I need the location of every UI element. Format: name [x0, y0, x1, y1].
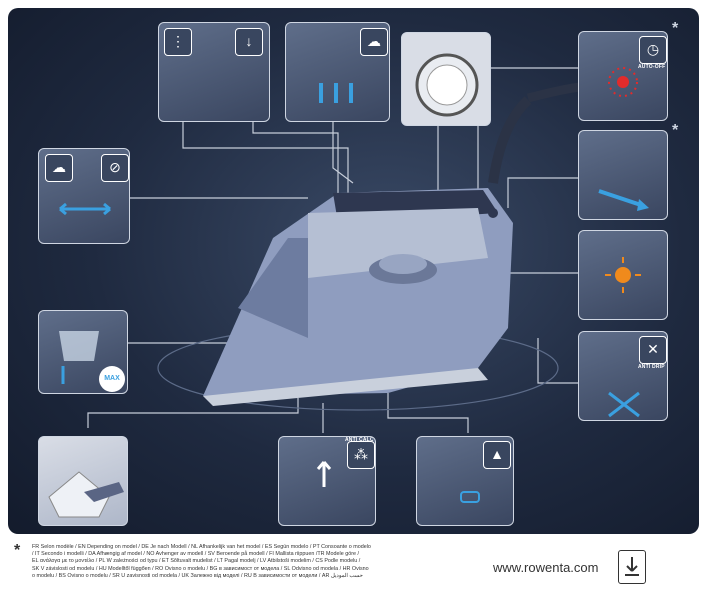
disclaimer-line: / IT Secondo i modelli / DA Afhængig af …	[32, 551, 360, 558]
clock-icon: ◷	[639, 36, 667, 64]
anti-calc-thumbnail: ⁂ ANTI CALC	[278, 436, 376, 526]
collar-ironing-thumbnail	[38, 436, 128, 526]
steam-on-icon: ☁	[45, 154, 73, 182]
iron-tip-icon: ▲	[483, 441, 511, 469]
disclaimer-line: EL ανάλογα με το μοντέλο / PL W zależnoś…	[32, 558, 361, 565]
steam-burst-thumbnail: ⋮ ↓	[158, 22, 270, 122]
disclaimer-line: FR Selon modèle / EN Depending on model …	[32, 544, 371, 550]
orange-light-icon	[605, 257, 641, 293]
water-pitcher-icon	[59, 331, 99, 384]
up-arrow-icon	[316, 461, 332, 487]
steam-arrows-icon	[319, 83, 353, 103]
steam-selector-thumbnail: ☁ ⊘	[38, 148, 130, 244]
vertical-steam-thumbnail: ☁	[285, 22, 390, 122]
press-arrow-icon: ↓	[235, 28, 263, 56]
anti-drip-thumbnail: ✕ ANTI DRIP	[578, 331, 668, 421]
max-badge: MAX	[99, 366, 125, 392]
temperature-dial-thumbnail	[401, 32, 491, 126]
precision-tip-thumbnail: ▲	[416, 436, 514, 526]
download-arrow-icon	[625, 557, 639, 576]
auto-off-light-icon	[608, 67, 638, 97]
cord-asterisk: *	[672, 122, 679, 139]
water-fill-thumbnail: MAX	[38, 310, 128, 394]
anti-drip-icon: ✕	[639, 336, 667, 364]
footer-asterisk: *	[14, 542, 21, 559]
footer: * FR Selon modèle / EN Depending on mode…	[8, 534, 699, 602]
auto-off-asterisk: *	[672, 20, 679, 37]
cord-pull-arrow-icon	[598, 189, 649, 211]
disclaimer-line: SK V závislosti od modelu / HU Modelltől…	[32, 565, 369, 572]
no-drip-icon	[608, 391, 640, 418]
steam-off-icon: ⊘	[101, 154, 129, 182]
model-disclaimer: FR Selon modèle / EN Depending on model …	[32, 544, 452, 580]
cord-release-thumbnail	[578, 130, 668, 220]
anti-calc-icon: ⁂	[347, 441, 375, 469]
disclaimer-line: o modelu / BS Ovisno o modelu / SR U zav…	[32, 572, 363, 579]
thermostat-light-thumbnail	[578, 230, 668, 320]
cloud-steam-icon: ☁	[360, 28, 388, 56]
auto-off-thumbnail: ◷ AUTO-OFF	[578, 31, 668, 121]
download-document-icon[interactable]	[618, 550, 646, 584]
auto-off-label: AUTO-OFF	[638, 64, 666, 70]
slider-arrow-icon	[59, 202, 111, 216]
website-link[interactable]: www.rowenta.com	[493, 560, 599, 575]
button-highlight-icon	[460, 491, 480, 503]
temperature-dial-icon	[415, 53, 479, 117]
anti-calc-label: ANTI CALC	[345, 437, 374, 443]
steam-spray-icon: ⋮	[164, 28, 192, 56]
illustration-panel: ⋮ ↓ ☁ ◷ AUTO-OFF * *	[8, 8, 699, 534]
steam-iron-illustration	[157, 81, 589, 411]
collar-icon	[48, 471, 124, 518]
anti-drip-label: ANTI DRIP	[638, 364, 665, 370]
